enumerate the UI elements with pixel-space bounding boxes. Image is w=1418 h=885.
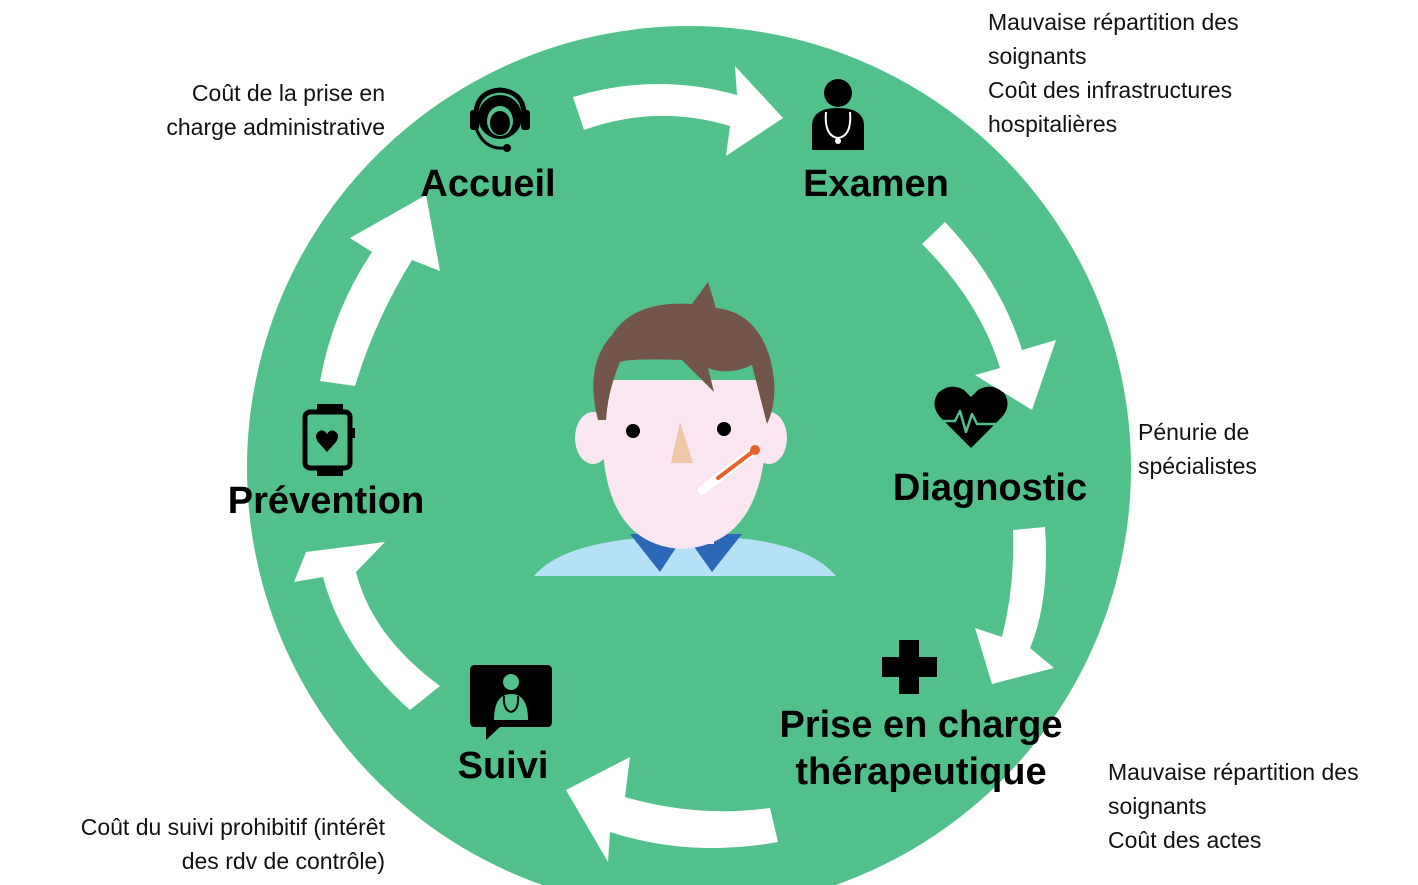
annotation-accueil-line: charge administrative (166, 114, 385, 140)
arrow-examen-to-diagnostic (922, 222, 1056, 410)
patient-eye-right (717, 422, 731, 436)
annotation-suivi-line: des rdv de contrôle) (181, 848, 385, 874)
telemedicine-doctor-icon (470, 665, 552, 740)
patient-nose (671, 422, 693, 463)
annotation-accueil-line: Coût de la prise en (191, 80, 385, 106)
annotation-examen: Mauvaise répartition des soignants Coût … (988, 5, 1239, 141)
annotation-examen-line: Mauvaise répartition des (988, 9, 1239, 35)
stage-label-examen: Examen (803, 163, 949, 205)
doctor-stethoscope-icon (812, 79, 864, 150)
annotation-examen-line: soignants (988, 43, 1087, 69)
thermometer-fill (716, 448, 757, 480)
arrow-prevention-to-accueil (320, 195, 440, 386)
annotation-prise-line: Coût des actes (1108, 827, 1262, 853)
smartwatch-heart-icon (302, 404, 355, 476)
thermometer-bulb (750, 445, 760, 455)
annotation-prise-line: Mauvaise répartition des (1108, 759, 1359, 785)
arrow-diagnostic-to-prise (975, 527, 1054, 684)
annotation-suivi-line: Coût du suivi prohibitif (intérêt (80, 814, 385, 840)
annotation-diagnostic: Pénurie de spécialistes (1138, 415, 1257, 483)
arrow-suivi-to-prevention (294, 542, 440, 710)
patient-ear-left (575, 412, 611, 464)
annotation-accueil: Coût de la prise en charge administrativ… (166, 76, 385, 144)
cycle-arrows (294, 66, 1056, 862)
sick-patient-thermometer-icon (534, 282, 836, 576)
annotation-examen-line: hospitalières (988, 111, 1118, 137)
annotation-diagnostic-line: spécialistes (1138, 453, 1257, 479)
patient-hair (593, 282, 775, 424)
annotation-examen-line: Coût des infrastructures (988, 77, 1233, 103)
annotation-prise-line: soignants (1108, 793, 1207, 819)
annotation-diagnostic-line: Pénurie de (1138, 419, 1250, 445)
stage-label-diagnostic: Diagnostic (893, 467, 1087, 509)
patient-eye-left (626, 424, 640, 438)
stage-label-prevention: Prévention (228, 480, 424, 522)
arrow-prise-to-suivi (566, 757, 778, 862)
stage-label-prise-line1: Prise en charge (779, 704, 1062, 746)
headset-operator-icon (470, 87, 530, 152)
annotation-prise: Mauvaise répartition des soignants Coût … (1108, 755, 1359, 857)
annotation-suivi: Coût du suivi prohibitif (intérêt des rd… (81, 810, 385, 878)
arrow-accueil-to-examen (573, 66, 783, 156)
heart-pulse-icon (934, 386, 1008, 448)
stage-label-accueil: Accueil (420, 163, 555, 205)
stage-label-prise-line2: thérapeutique (795, 751, 1046, 793)
stage-label-suivi: Suivi (458, 745, 549, 787)
patient-shirt (534, 538, 836, 576)
medical-cross-icon (882, 640, 937, 694)
